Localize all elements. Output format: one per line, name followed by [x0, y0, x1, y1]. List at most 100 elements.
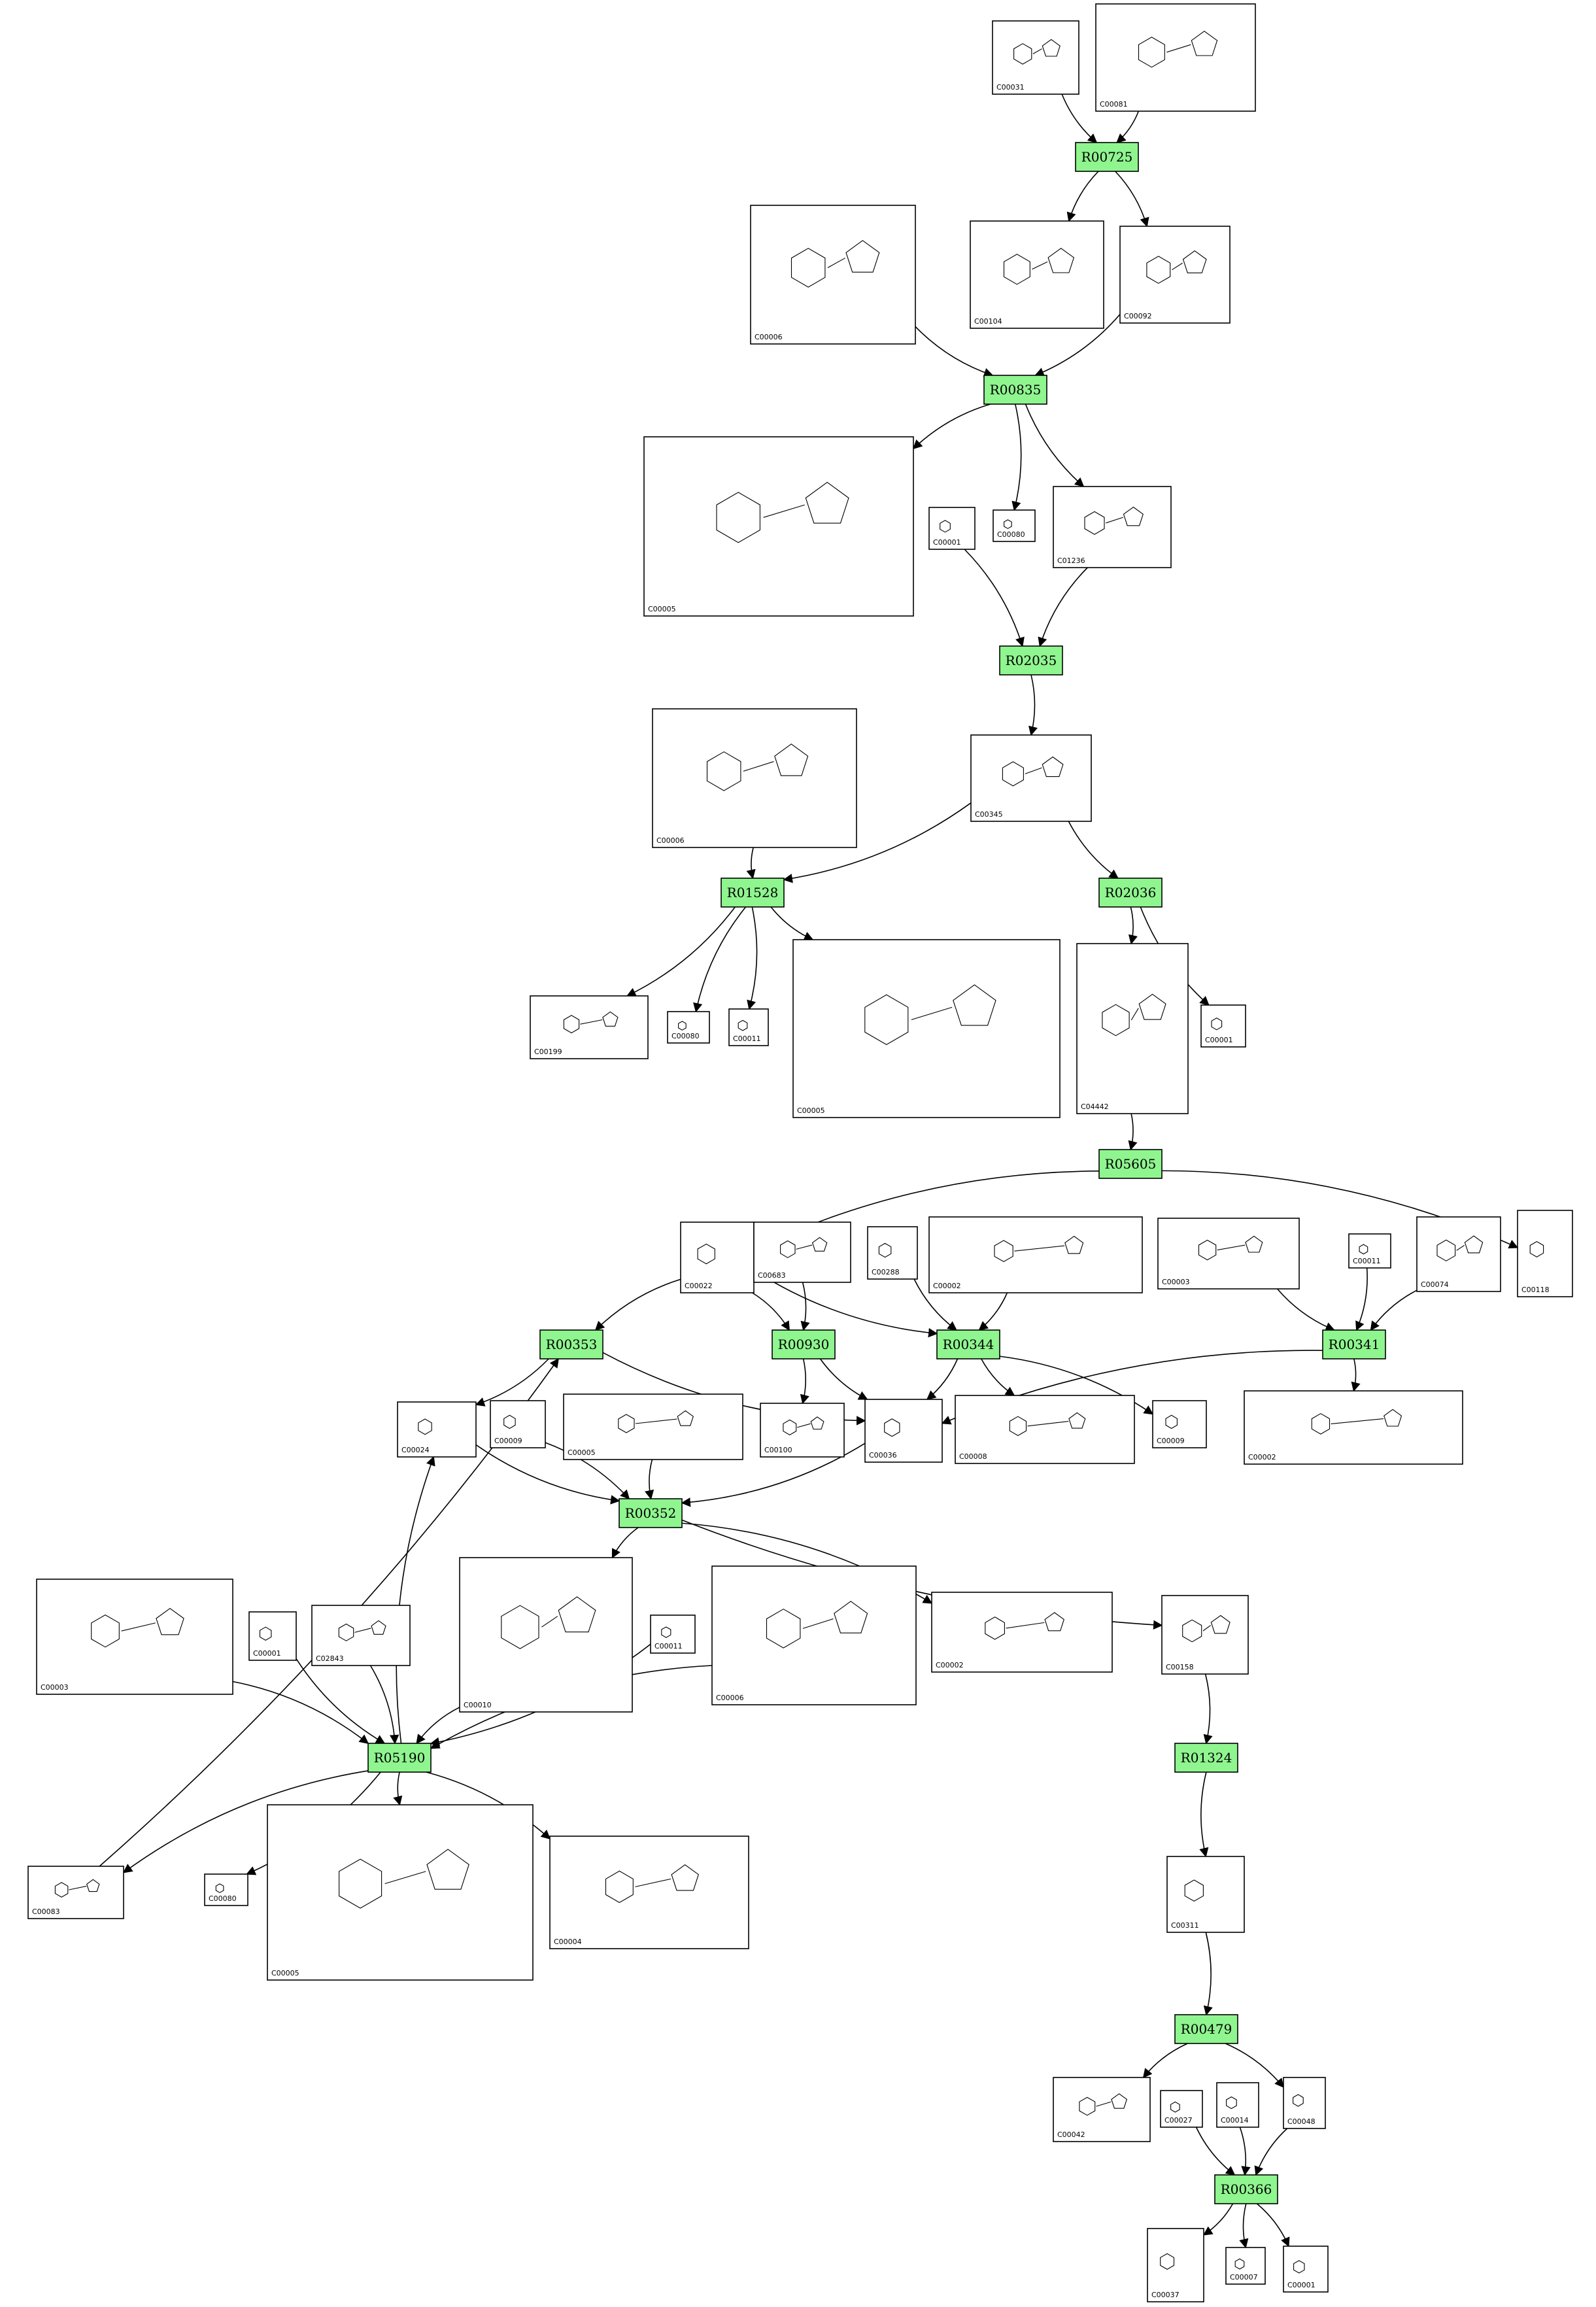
edge-r01528-n12: [626, 906, 736, 997]
compound-node[interactable]: C00080: [993, 509, 1036, 542]
compound-node[interactable]: C00001: [928, 507, 976, 550]
compound-node[interactable]: C00011: [1348, 1233, 1391, 1269]
compound-node[interactable]: C00288: [867, 1226, 918, 1280]
reaction-node[interactable]: R01324: [1174, 1743, 1238, 1773]
reaction-node[interactable]: R00366: [1214, 2174, 1278, 2204]
edge-n48-r00366: [1195, 2127, 1236, 2176]
reaction-node[interactable]: R01528: [721, 878, 785, 908]
reaction-node[interactable]: R05605: [1098, 1149, 1163, 1179]
structure-bond: [1032, 261, 1048, 270]
compound-node[interactable]: C00199: [530, 995, 649, 1059]
compound-box: [728, 1008, 769, 1046]
structure-ring: [1165, 1414, 1178, 1429]
edge-n35-r05190: [296, 1658, 386, 1744]
compound-node[interactable]: C00006: [652, 708, 857, 848]
compound-node[interactable]: C00005: [267, 1804, 534, 1981]
compound-node[interactable]: C00002: [1244, 1390, 1463, 1465]
compound-box: [931, 1592, 1113, 1673]
compound-node[interactable]: C00080: [667, 1011, 710, 1044]
compound-node[interactable]: C00006: [711, 1565, 917, 1705]
edge-n11-r01528: [783, 802, 972, 883]
compound-node[interactable]: C00083: [27, 1866, 124, 1919]
compound-node[interactable]: C00037: [1147, 2228, 1204, 2302]
compound-node[interactable]: C00036: [864, 1399, 943, 1463]
structure-bond: [1172, 262, 1183, 271]
compound-id-label: C00118: [1521, 1286, 1550, 1294]
compound-node[interactable]: C00001: [1283, 2246, 1329, 2293]
compound-node[interactable]: C00158: [1161, 1595, 1249, 1675]
compound-node[interactable]: C00048: [1283, 2077, 1326, 2129]
structure-ring: [834, 1601, 868, 1633]
compound-node[interactable]: C00003: [36, 1579, 233, 1695]
compound-node[interactable]: C00345: [970, 734, 1092, 822]
compound-id-label: C00104: [974, 317, 1002, 326]
edge-r00353-n26: [475, 1358, 549, 1407]
compound-node[interactable]: C00104: [970, 220, 1104, 329]
compound-node[interactable]: C00022: [680, 1222, 755, 1293]
compound-node[interactable]: C00009: [1152, 1400, 1207, 1448]
compound-node[interactable]: C00081: [1095, 3, 1256, 112]
edge-r00366-n53: [1256, 2203, 1290, 2247]
compound-node[interactable]: C00024: [397, 1401, 477, 1458]
compound-id-label: C00036: [869, 1451, 897, 1460]
compound-node[interactable]: C00027: [1160, 2090, 1203, 2128]
compound-node[interactable]: C00005: [563, 1393, 743, 1460]
compound-node[interactable]: C00100: [760, 1403, 845, 1458]
reaction-id-label: R00725: [1081, 149, 1133, 165]
reaction-node[interactable]: R00353: [539, 1329, 603, 1359]
compound-node[interactable]: C00011: [650, 1615, 696, 1654]
compound-node[interactable]: C00080: [204, 1873, 248, 1906]
compound-node[interactable]: C00009: [490, 1400, 546, 1448]
reaction-node[interactable]: R00352: [619, 1498, 683, 1528]
reaction-node[interactable]: R00479: [1174, 2014, 1238, 2044]
compound-node[interactable]: C00092: [1119, 226, 1231, 324]
reaction-id-label: R00835: [990, 382, 1042, 398]
compound-node[interactable]: C00006: [750, 205, 916, 345]
edge-n28-r00352: [644, 1459, 654, 1500]
reaction-node[interactable]: R00344: [936, 1329, 1000, 1359]
edge-n24-r00341: [1370, 1290, 1418, 1331]
compound-id-label: C00037: [1151, 2291, 1180, 2299]
compound-node[interactable]: C00002: [928, 1216, 1143, 1293]
compound-node[interactable]: C00008: [955, 1395, 1135, 1464]
reaction-box: [936, 1329, 1000, 1359]
structure-bond: [1096, 2101, 1112, 2107]
compound-box: [992, 20, 1079, 95]
compound-box: [970, 220, 1104, 329]
compound-node[interactable]: C00042: [1053, 2077, 1151, 2142]
compound-node[interactable]: C00074: [1416, 1216, 1501, 1292]
edge-n18-r00353: [594, 1278, 681, 1331]
compound-node[interactable]: C00010: [459, 1557, 633, 1713]
structure-ring: [716, 492, 760, 543]
reaction-node[interactable]: R02035: [999, 645, 1063, 675]
compound-node[interactable]: C00311: [1166, 1856, 1245, 1933]
compound-id-label: C00080: [997, 530, 1025, 539]
reaction-node[interactable]: R02036: [1098, 878, 1163, 908]
compound-node[interactable]: C00001: [1200, 1004, 1246, 1048]
compound-node[interactable]: C00002: [931, 1592, 1113, 1673]
compound-node[interactable]: C00118: [1517, 1210, 1573, 1297]
compound-box: [667, 1011, 710, 1044]
compound-node[interactable]: C01236: [1053, 486, 1172, 568]
reaction-node[interactable]: R00930: [772, 1329, 836, 1359]
compound-node[interactable]: C00683: [753, 1222, 851, 1283]
compound-node[interactable]: C02843: [311, 1605, 411, 1666]
reaction-node[interactable]: R00725: [1075, 142, 1139, 172]
compound-node[interactable]: C00011: [728, 1008, 769, 1046]
compound-node[interactable]: C00005: [792, 939, 1061, 1118]
compound-node[interactable]: C00031: [992, 20, 1079, 95]
compound-node[interactable]: C00014: [1216, 2082, 1259, 2128]
compound-node[interactable]: C00003: [1157, 1218, 1300, 1290]
reaction-node[interactable]: R05190: [367, 1743, 432, 1773]
compound-node[interactable]: C00005: [643, 436, 914, 617]
reaction-node[interactable]: R00835: [983, 375, 1047, 405]
compound-node[interactable]: C00004: [549, 1836, 749, 1949]
compound-box: [760, 1403, 845, 1458]
reaction-node[interactable]: R00341: [1322, 1329, 1386, 1359]
compound-node[interactable]: C00001: [248, 1611, 297, 1661]
compound-node[interactable]: C00007: [1225, 2247, 1266, 2285]
edge-r05190-n42: [122, 1770, 369, 1873]
compound-node[interactable]: C04442: [1076, 943, 1189, 1114]
reaction-id-label: R05605: [1105, 1156, 1157, 1172]
